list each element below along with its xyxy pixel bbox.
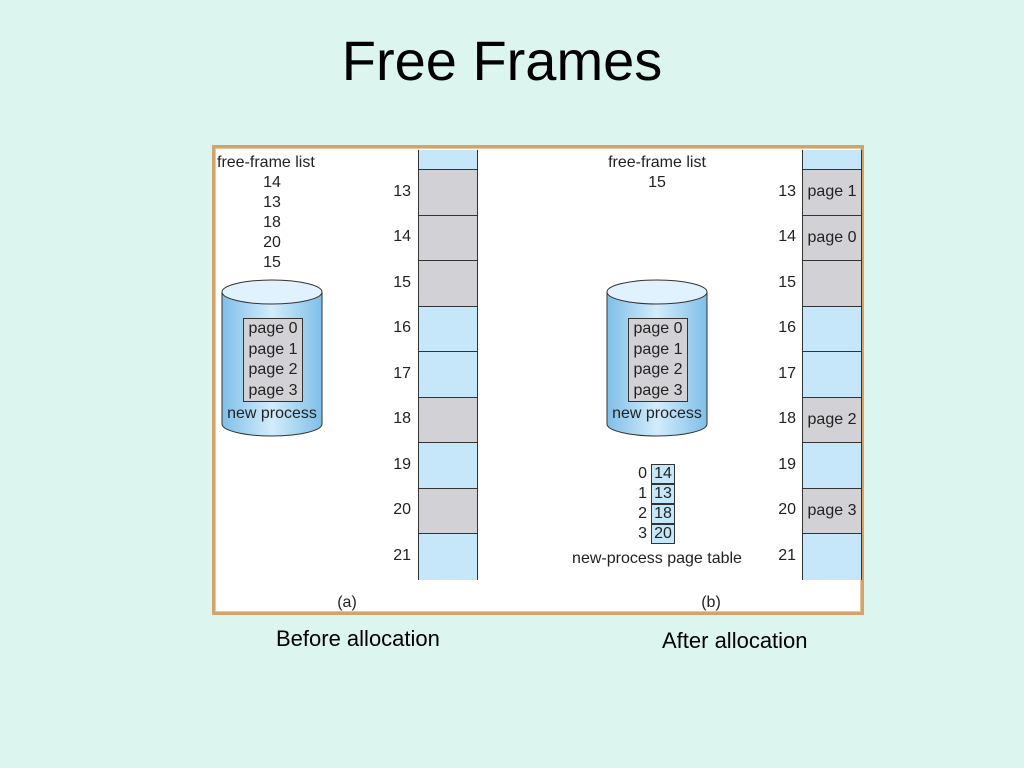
disk-page: page 0 [248,320,298,338]
disk-label: new process [612,405,702,422]
page-table-frame: 13 [651,484,675,504]
disk-cylinder: page 0 page 1 page 2 page 3 new process [606,278,708,438]
free-frame-number: 20 [263,234,281,251]
frame-number: 20 [393,501,411,519]
free-frame-number: 15 [648,174,666,191]
disk-page: page 3 [633,381,683,399]
memory-frame [419,488,477,534]
memory-frame [803,534,861,580]
page-table-frame: 20 [651,524,675,544]
frame-number: 18 [393,410,411,428]
page-table-label: new-process page table [572,550,742,567]
disk-cylinder: page 0 page 1 page 2 page 3 new process [221,278,323,438]
frame-number: 15 [393,273,411,291]
frame-number: 21 [393,546,411,564]
disk-label: new process [227,405,317,422]
memory-column [418,150,478,580]
free-frame-list-label: free-frame list [608,154,706,171]
disk-page: page 1 [633,340,683,358]
process-pages-box: page 0 page 1 page 2 page 3 [243,318,303,402]
page-table-index: 0 [638,465,647,482]
page-table-index: 2 [638,505,647,522]
disk-page: page 2 [633,361,683,379]
frame-number: 21 [778,546,796,564]
memory-frame [803,150,861,170]
free-frame-number: 18 [263,214,281,231]
frame-number: 13 [778,182,796,200]
frame-number: 15 [778,273,796,291]
memory-frame [419,150,477,170]
memory-frame [803,352,861,398]
frame-number: 13 [393,182,411,200]
disk-page: page 2 [248,361,298,379]
page-table-index: 1 [638,485,647,502]
page-table-frame: 18 [651,504,675,524]
memory-frame [419,261,477,307]
memory-frame [419,534,477,580]
panel-label: (a) [337,594,357,611]
free-frame-list-label: free-frame list [217,154,315,171]
frame-number: 17 [393,364,411,382]
caption-after-allocation: After allocation [662,628,808,653]
disk-page: page 0 [633,320,683,338]
free-frame-number: 14 [263,174,281,191]
process-pages-box: page 0 page 1 page 2 page 3 [628,318,688,402]
page-table-index: 3 [638,525,647,542]
memory-frame [419,352,477,398]
frame-number: 14 [393,228,411,246]
slide-title: Free Frames [341,29,663,92]
memory-frame: page 3 [803,488,861,534]
disk-page: page 3 [248,381,298,399]
free-frame-number: 15 [263,254,281,271]
memory-frame: page 0 [803,215,861,261]
frame-number: 14 [778,228,796,246]
memory-frame [419,306,477,352]
page-table-frame: 14 [651,464,675,484]
frame-number: 20 [778,501,796,519]
memory-frame [803,443,861,489]
memory-frame [419,170,477,216]
memory-frame [419,397,477,443]
memory-frame [419,443,477,489]
memory-frame [803,306,861,352]
memory-frame [803,261,861,307]
panel-label: (b) [701,594,721,611]
memory-frame [419,215,477,261]
frame-number: 16 [393,319,411,337]
caption-before-allocation: Before allocation [276,626,440,651]
frame-number: 17 [778,364,796,382]
frame-number: 19 [393,455,411,473]
memory-frame: page 2 [803,397,861,443]
frame-number: 19 [778,455,796,473]
disk-page: page 1 [248,340,298,358]
free-frame-number: 13 [263,194,281,211]
frame-number: 16 [778,319,796,337]
frame-number: 18 [778,410,796,428]
memory-frame: page 1 [803,170,861,216]
